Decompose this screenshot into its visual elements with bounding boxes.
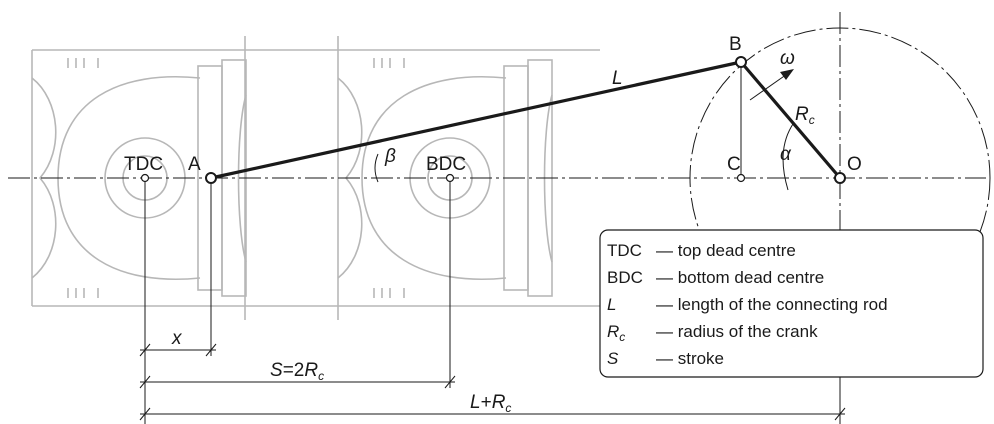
svg-text:TDC: TDC — [607, 241, 642, 260]
dimension-stroke: S=2Rc — [139, 182, 456, 389]
label-c: C — [727, 154, 741, 175]
omega-arrow-line — [749, 71, 791, 101]
svg-text:BDC: BDC — [607, 268, 643, 287]
svg-text:Rc: Rc — [607, 322, 625, 344]
crank-arm — [739, 60, 842, 180]
legend-item-rc: Rc — radius of the crank — [607, 322, 818, 344]
svg-text:— top dead centre: — top dead centre — [656, 241, 796, 260]
legend: TDC — top dead centre BDC — bottom dead … — [599, 229, 984, 378]
legend-item-bdc: BDC — bottom dead centre — [607, 268, 824, 287]
svg-text:— length of the connecting rod: — length of the connecting rod — [656, 295, 888, 314]
tdc-point — [140, 173, 150, 183]
legend-item-tdc: TDC — top dead centre — [607, 241, 796, 260]
svg-text:— bottom dead centre: — bottom dead centre — [656, 268, 824, 287]
label-stroke: S=2Rc — [270, 360, 324, 383]
joint-b — [735, 56, 747, 68]
svg-text:— stroke: — stroke — [656, 349, 724, 368]
label-a: A — [188, 154, 201, 175]
label-rod-length: L — [612, 68, 623, 89]
c-point — [736, 173, 746, 183]
label-omega: ω — [780, 48, 795, 69]
label-alpha: α — [780, 144, 792, 165]
legend-item-l: L — length of the connecting rod — [607, 295, 888, 314]
label-b: B — [729, 34, 742, 55]
label-bdc: BDC — [426, 154, 466, 175]
joint-a — [205, 172, 217, 184]
label-tdc: TDC — [124, 154, 163, 175]
svg-text:S: S — [607, 349, 619, 368]
label-crank-radius: Rc — [795, 104, 815, 127]
legend-item-s: S — stroke — [607, 349, 724, 368]
label-x: x — [171, 328, 183, 349]
svg-text:— radius of the crank: — radius of the crank — [656, 322, 818, 341]
omega-arrow-head — [780, 69, 794, 80]
joint-o — [834, 172, 846, 184]
label-total: L+Rc — [470, 392, 511, 415]
dimension-x: x — [139, 182, 217, 424]
alpha-arc — [782, 123, 794, 191]
label-beta: β — [384, 146, 396, 167]
legend-box — [599, 229, 984, 378]
bdc-point — [445, 173, 455, 183]
connecting-rod — [209, 60, 743, 180]
svg-text:L: L — [607, 295, 616, 314]
beta-arc — [374, 153, 379, 183]
label-o: O — [847, 154, 862, 175]
